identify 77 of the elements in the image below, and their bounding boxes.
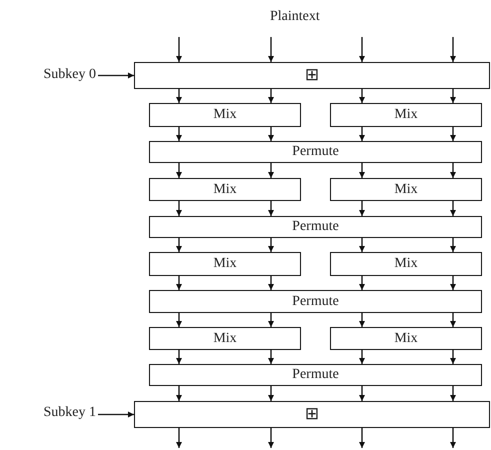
box-label: Permute [292, 367, 339, 383]
addition-box [134, 62, 490, 89]
arrow [176, 201, 182, 216]
box-label: Mix [394, 330, 418, 346]
box-label: Mix [394, 256, 418, 272]
process-box [330, 252, 482, 276]
process-box [330, 178, 482, 201]
arrow [359, 428, 365, 448]
arrow [359, 238, 365, 252]
arrow [268, 313, 274, 327]
arrow [359, 89, 365, 103]
arrow [176, 37, 182, 62]
arrow [98, 412, 134, 418]
arrow [450, 127, 456, 141]
arrow [268, 350, 274, 364]
process-box [149, 364, 482, 386]
arrow [450, 37, 456, 62]
arrow [359, 313, 365, 327]
box-label: Mix [213, 330, 237, 346]
arrow [268, 127, 274, 141]
addition-box [134, 401, 490, 428]
arrow [268, 276, 274, 290]
process-box [149, 252, 301, 276]
arrow [176, 313, 182, 327]
arrow [450, 386, 456, 401]
arrow [450, 428, 456, 448]
text-label: Plaintext [270, 9, 320, 25]
box-label: Mix [213, 256, 237, 272]
process-box [149, 290, 482, 313]
box-label: Permute [292, 144, 339, 160]
arrow [176, 127, 182, 141]
process-box [149, 216, 482, 238]
box-label: Mix [213, 107, 237, 123]
arrow [176, 276, 182, 290]
arrow [450, 201, 456, 216]
arrow [268, 428, 274, 448]
process-box [330, 327, 482, 350]
arrow [176, 386, 182, 401]
process-box [149, 141, 482, 163]
text-label: Subkey 1 [8, 404, 96, 422]
arrow [450, 313, 456, 327]
text-label: Subkey 0 [8, 66, 96, 84]
box-label: Permute [292, 219, 339, 235]
modular-addition-symbol: ⊞ [304, 406, 320, 423]
arrow [450, 163, 456, 178]
box-label: Permute [292, 294, 339, 310]
arrow [359, 201, 365, 216]
arrow [450, 238, 456, 252]
arrow [268, 163, 274, 178]
arrow [268, 37, 274, 62]
arrow [450, 276, 456, 290]
arrow [359, 276, 365, 290]
box-label: Mix [394, 182, 418, 198]
arrow [176, 89, 182, 103]
arrow [359, 386, 365, 401]
arrow [268, 238, 274, 252]
arrow [176, 238, 182, 252]
arrow [176, 350, 182, 364]
arrow [268, 201, 274, 216]
arrow [176, 428, 182, 448]
process-box [149, 327, 301, 350]
arrow [98, 72, 134, 78]
arrow [450, 89, 456, 103]
box-label: Mix [213, 182, 237, 198]
arrow [359, 127, 365, 141]
arrow [359, 163, 365, 178]
arrow [268, 89, 274, 103]
arrow [450, 350, 456, 364]
arrow [359, 350, 365, 364]
box-label: Mix [394, 107, 418, 123]
modular-addition-symbol: ⊞ [304, 67, 320, 84]
process-box [330, 103, 482, 127]
arrow [268, 386, 274, 401]
arrow [176, 163, 182, 178]
process-box [149, 103, 301, 127]
process-box [149, 178, 301, 201]
arrow [359, 37, 365, 62]
